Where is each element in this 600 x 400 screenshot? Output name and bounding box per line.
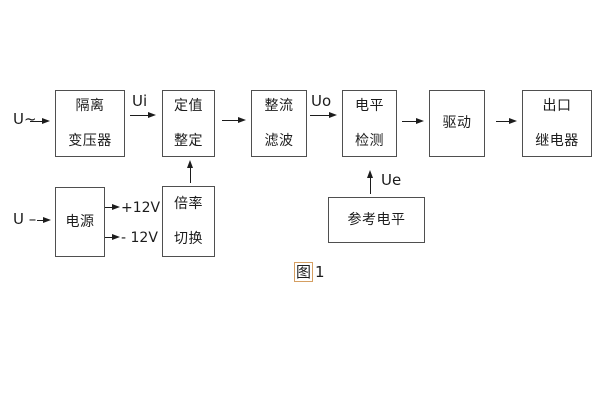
label-ui: Ui	[132, 92, 148, 110]
block-power-supply: 电源	[55, 187, 105, 257]
label-input-ac: U~	[13, 110, 37, 128]
arrow-ui	[130, 112, 156, 118]
block-multiplier-switch-line1: 倍率	[174, 195, 203, 212]
block-isolation-transformer-line1: 隔离	[75, 97, 105, 114]
block-rectifier-filter-line1: 整流	[264, 97, 294, 114]
block-reference-level: 参考电平	[328, 197, 425, 243]
block-multiplier-switch-line2: 切换	[174, 230, 203, 247]
block-drive-line1: 驱动	[442, 115, 472, 131]
label-uo: Uo	[311, 92, 332, 110]
arrow-reference-to-level	[367, 170, 373, 194]
block-output-relay-line2: 继电器	[535, 132, 579, 149]
block-level-detect-line1: 电平	[355, 97, 384, 114]
label-ue: Ue	[381, 171, 402, 189]
arrow-dc-input	[37, 217, 51, 223]
block-setting-adjust: 定值 整定	[162, 90, 215, 157]
arrow-ac-input	[30, 118, 50, 124]
label-rail-pos: +12V	[121, 200, 161, 216]
arrow-rail-pos	[105, 204, 120, 210]
arrow-rail-neg	[105, 234, 120, 240]
block-setting-adjust-line2: 整定	[174, 132, 203, 149]
label-input-dc: U –	[13, 210, 37, 228]
label-rail-neg: - 12V	[121, 230, 158, 246]
block-level-detect: 电平 检测	[342, 90, 397, 157]
figure-caption-fig: 图	[293, 262, 314, 282]
block-isolation-transformer: 隔离 变压器	[55, 90, 125, 157]
block-level-detect-line2: 检测	[355, 132, 384, 149]
figure-caption-number: 1	[315, 263, 325, 281]
block-reference-level-line1: 参考电平	[347, 211, 406, 228]
arrow-multiplier-to-setting	[187, 160, 193, 183]
block-output-relay: 出口 继电器	[522, 90, 592, 157]
block-output-relay-line1: 出口	[542, 97, 572, 114]
block-setting-adjust-line1: 定值	[174, 97, 203, 114]
arrow-drive-to-relay	[496, 118, 517, 124]
block-rectifier-filter: 整流 滤波	[251, 90, 307, 157]
block-power-supply-line1: 电源	[65, 213, 95, 230]
block-multiplier-switch: 倍率 切换	[162, 186, 215, 257]
block-drive: 驱动	[429, 90, 485, 157]
block-isolation-transformer-line2: 变压器	[68, 132, 112, 149]
arrow-uo	[310, 112, 337, 118]
arrow-level-to-drive	[402, 118, 424, 124]
arrow-setting-to-rectifier	[222, 117, 246, 123]
block-rectifier-filter-line2: 滤波	[264, 132, 294, 149]
